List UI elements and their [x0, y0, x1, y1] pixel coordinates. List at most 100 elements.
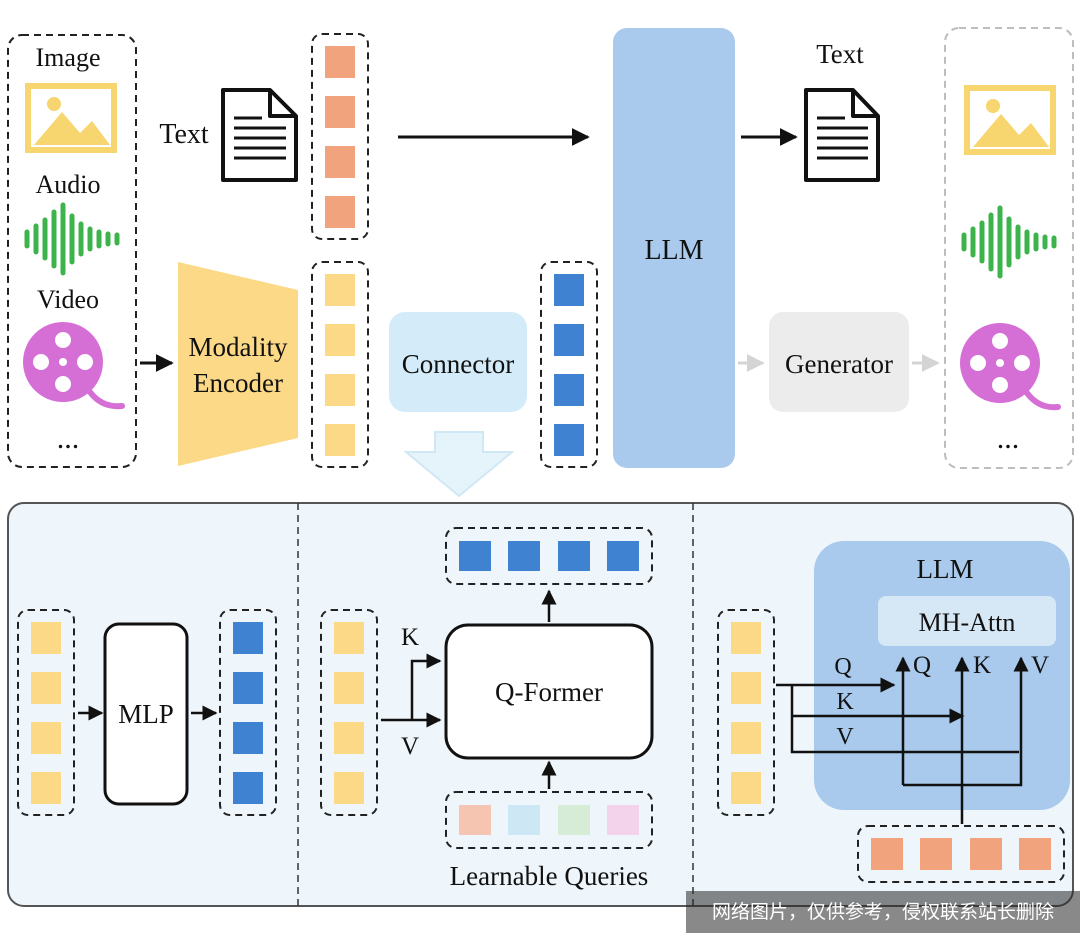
video-reel-icon: [23, 322, 125, 410]
generator-label: Generator: [785, 349, 893, 379]
output-modalities-group: ...: [944, 27, 1074, 469]
projected-token: [554, 274, 584, 306]
projected-token: [607, 541, 639, 571]
text-input-document-icon: [221, 88, 298, 182]
connector-block: Connector: [389, 312, 527, 412]
output-image-icon: [964, 85, 1056, 155]
qkv-wiring: [776, 656, 1029, 824]
cross-attn-input-token-column: [717, 609, 775, 816]
projected-token: [554, 424, 584, 456]
input-more-ellipsis: ...: [57, 422, 80, 455]
qformer-v-label: V: [401, 733, 419, 760]
expand-down-arrow: [403, 431, 515, 498]
text-token: [325, 146, 355, 178]
mlp-block: MLP: [103, 622, 189, 806]
modality-token: [334, 772, 364, 804]
input-image-label: Image: [36, 43, 101, 72]
output-audio-wave-icon: [961, 205, 1057, 279]
modality-token: [325, 424, 355, 456]
llm-block: LLM: [613, 28, 735, 468]
qformer-input-token-column: [320, 609, 378, 816]
projected-token: [233, 622, 263, 654]
input-modalities-group: Image Audio Video: [7, 34, 137, 468]
text-token: [871, 838, 903, 870]
image-icon: [25, 83, 117, 153]
text-output-document-icon: [804, 88, 880, 182]
v-head-label: V: [1031, 652, 1049, 679]
cross-attn-text-token-row: [857, 825, 1065, 883]
output-more-ellipsis: ...: [997, 422, 1020, 455]
qformer-block: Q-Former: [444, 623, 654, 760]
modality-encoder-label-line1: Modality: [189, 332, 288, 362]
llm-label: LLM: [644, 235, 703, 266]
modality-token: [731, 622, 761, 654]
projected-token: [554, 374, 584, 406]
projected-token: [558, 541, 590, 571]
text-token: [325, 196, 355, 228]
modality-token: [31, 672, 61, 704]
input-branch-line: [790, 685, 1019, 754]
cross-attn-llm-label: LLM: [917, 554, 974, 584]
q-head-label: Q: [913, 652, 931, 679]
modality-encoder-label-line2: Encoder: [193, 368, 283, 398]
text-token: [970, 838, 1002, 870]
generator-block: Generator: [769, 312, 909, 412]
input-video-label: Video: [37, 285, 99, 314]
learnable-queries-label: Learnable Queries: [450, 861, 649, 891]
modality-token: [731, 772, 761, 804]
text-token: [1019, 838, 1051, 870]
mlp-input-token-column: [17, 609, 75, 816]
learnable-query-token: [558, 805, 590, 835]
projected-token: [233, 772, 263, 804]
learnable-queries-row: [445, 791, 653, 849]
audio-wave-icon: [24, 202, 120, 276]
text-input-label: Text: [159, 119, 209, 150]
modality-token: [731, 672, 761, 704]
learnable-query-token: [508, 805, 540, 835]
qformer-k-arrow: [410, 653, 442, 720]
modality-token: [334, 672, 364, 704]
connector-label: Connector: [402, 349, 514, 379]
input-audio-label: Audio: [36, 170, 101, 199]
v-head-arrow: [903, 656, 1029, 787]
modality-token-column: [311, 261, 369, 468]
projected-token: [233, 672, 263, 704]
modality-encoder: Modality Encoder: [178, 262, 298, 466]
text-token-column: [311, 33, 369, 240]
projected-token: [459, 541, 491, 571]
qformer-k-label: K: [401, 624, 419, 651]
output-video-reel-icon: [960, 323, 1061, 411]
mlp-output-token-column: [219, 609, 277, 816]
qformer-output-token-row: [445, 527, 653, 585]
text-output-label: Text: [816, 39, 864, 69]
modality-token: [334, 722, 364, 754]
qformer-label: Q-Former: [495, 677, 603, 707]
modality-token: [31, 622, 61, 654]
k-head-label: K: [973, 652, 991, 679]
projected-token: [554, 324, 584, 356]
learnable-query-token: [607, 805, 639, 835]
q-input-label: Q: [834, 654, 851, 680]
projected-token-column: [540, 261, 598, 468]
text-token: [920, 838, 952, 870]
modality-token: [334, 622, 364, 654]
mh-attn-label: MH-Attn: [919, 608, 1016, 637]
modality-token: [731, 722, 761, 754]
text-token: [325, 46, 355, 78]
v-input-label: V: [836, 724, 854, 750]
watermark-banner: 网络图片，仅供参考，侵权联系站长删除: [686, 891, 1080, 933]
modality-token: [325, 274, 355, 306]
projected-token: [233, 722, 263, 754]
projected-token: [508, 541, 540, 571]
learnable-query-token: [459, 805, 491, 835]
mh-attn-box: [878, 596, 1056, 646]
modality-token: [325, 324, 355, 356]
input-modalities-frame: [7, 34, 137, 468]
modality-token: [31, 772, 61, 804]
text-token: [325, 96, 355, 128]
modality-token: [325, 374, 355, 406]
k-input-label: K: [836, 689, 854, 715]
cross-attn-llm-panel: LLM MH-Attn: [814, 541, 1070, 810]
